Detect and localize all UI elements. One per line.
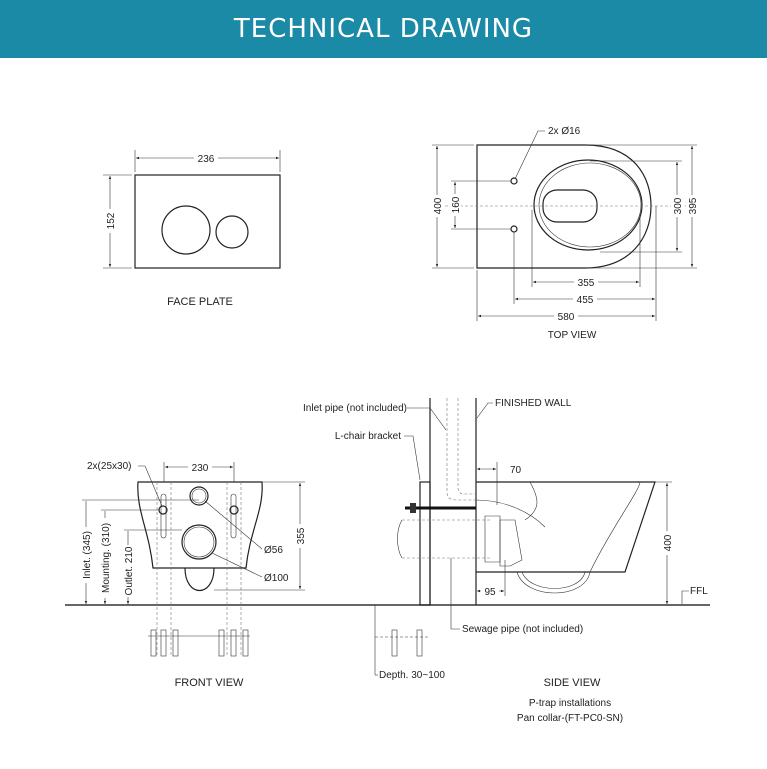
side-view: 70 95 400 FFL Inlet pipe (not included) …: [303, 398, 708, 724]
face-plate-label: FACE PLATE: [167, 296, 233, 308]
face-plate-view: 236 152 FACE PLATE: [103, 150, 281, 308]
dim-95: 95: [484, 587, 496, 598]
bowl-outline: [476, 144, 652, 269]
dim-70: 70: [510, 465, 522, 476]
pan-side-outline: [476, 481, 656, 573]
face-plate-outline: [134, 174, 281, 269]
dim-230: 230: [192, 463, 209, 474]
fixing-hole: [510, 177, 518, 185]
dim-height: 152: [106, 212, 117, 229]
finished-wall-label: FINISHED WALL: [495, 398, 572, 409]
header-bar: TECHNICAL DRAWING: [0, 0, 767, 58]
side-view-label: SIDE VIEW: [544, 677, 601, 689]
page-title: TECHNICAL DRAWING: [233, 14, 534, 44]
floor-anchors: [148, 629, 250, 657]
floor-anchors: [391, 629, 423, 657]
outlet-hole: [181, 524, 217, 560]
dim-160: 160: [451, 196, 462, 213]
small-flush-button: [215, 215, 249, 249]
pan-collar-note: Pan collar-(FT-PC0-SN): [517, 713, 623, 724]
mounting-height-label: Mounting. (310): [101, 523, 112, 593]
dim-300: 300: [673, 197, 684, 214]
dim-width: 236: [198, 154, 215, 165]
installation-note: P-trap installations: [529, 698, 611, 709]
dim-455: 455: [577, 295, 594, 306]
inlet-pipe: [446, 398, 476, 501]
top-view-label: TOP VIEW: [548, 330, 597, 341]
large-flush-button: [161, 205, 211, 255]
bracket-label: L-chair bracket: [335, 431, 401, 442]
inlet-pipe-label: Inlet pipe (not included): [303, 403, 407, 414]
sewage-pipe: [402, 519, 490, 559]
dim-56: Ø56: [264, 545, 283, 556]
holes-label: 2x Ø16: [548, 126, 581, 137]
dim-100: Ø100: [264, 573, 289, 584]
dim-400: 400: [433, 197, 444, 214]
bowl-rim: [533, 159, 643, 251]
front-view-label: FRONT VIEW: [175, 677, 244, 689]
dim-355: 355: [578, 278, 595, 289]
dim-580: 580: [558, 312, 575, 323]
bolt-icon: [229, 505, 239, 515]
inlet-hole: [189, 486, 209, 506]
dim-355: 355: [296, 527, 307, 544]
inlet-height-label: Inlet. (345): [82, 531, 93, 579]
pan-front-outline: [137, 481, 263, 569]
top-view: 2x Ø16 400 160 300 395 355 455 580 TOP V…: [431, 126, 700, 341]
sewage-pipe-label: Sewage pipe (not included): [462, 624, 583, 635]
ffl-label: FFL: [690, 586, 708, 597]
fixing-hole: [510, 225, 518, 233]
dim-395: 395: [688, 197, 699, 214]
l-chair-bracket: [419, 481, 431, 606]
front-view: 230 2x(25x30) Ø56 Ø100 355 Inlet. (345) …: [80, 461, 307, 689]
slots-label: 2x(25x30): [87, 461, 131, 472]
outlet-height-label: Outlet. 210: [124, 546, 135, 595]
dim-400: 400: [663, 534, 674, 551]
depth-label: Depth. 30~100: [379, 670, 445, 681]
